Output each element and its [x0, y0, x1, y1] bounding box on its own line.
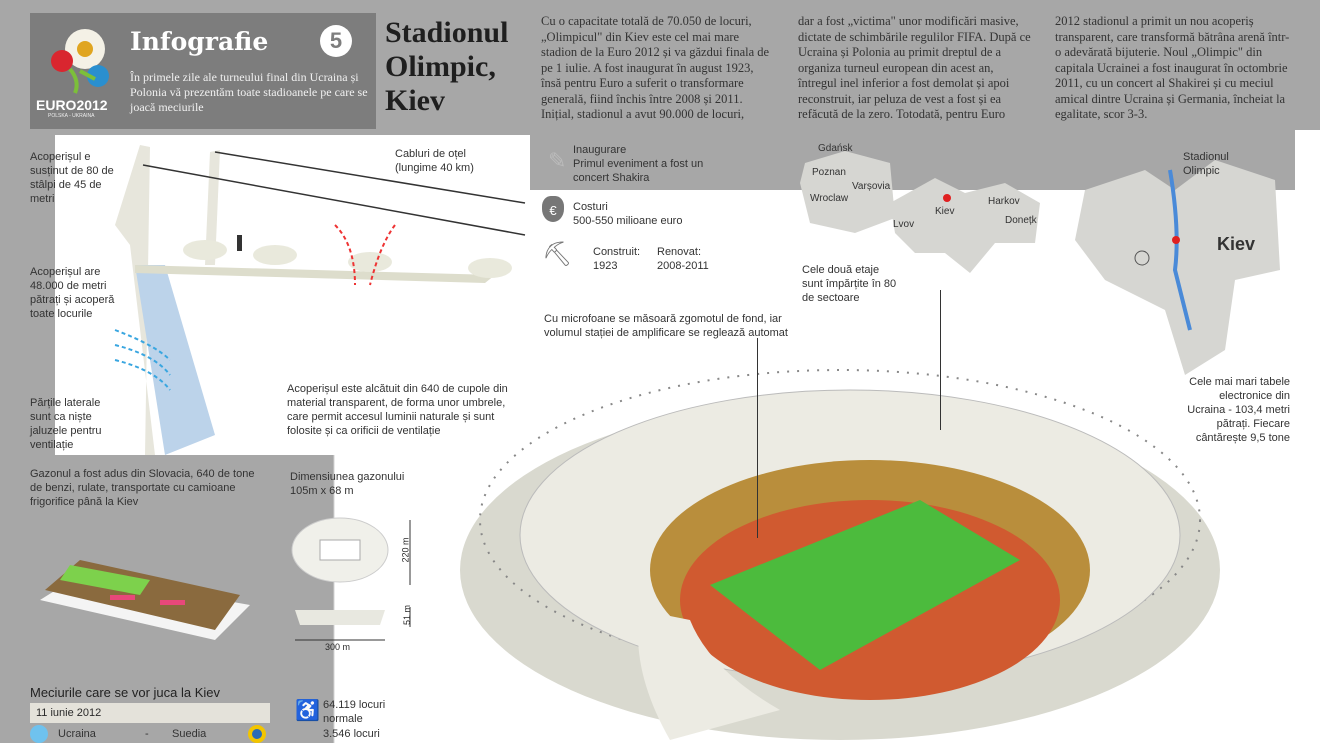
fact-title: Inaugurare: [573, 144, 627, 156]
dimension-length: 300 m: [325, 642, 351, 652]
match-home-team: Ucraina: [58, 728, 96, 740]
infografie-label: Infografie: [130, 27, 269, 56]
stadium-map-label: Stadionul Olimpic: [1183, 151, 1229, 177]
title-line: Olimpic,: [385, 50, 496, 83]
construction-worker-icon: ⛏: [542, 241, 573, 268]
right-margin: [1295, 130, 1320, 743]
match-separator: -: [145, 728, 149, 740]
article-column-2: dar a fost „victima" unor modificări mas…: [798, 14, 1031, 121]
dimensions-title: Dimensiunea gazonului: [290, 471, 405, 483]
label-cables: Cabluri de oțel (lungime 40 km): [395, 148, 474, 174]
matches-title: Meciurile care se vor juca la Kiev: [30, 685, 221, 700]
dimension-height: 51 m: [402, 604, 413, 626]
city-label: Lvov: [893, 219, 915, 230]
match-date: 11 iunie 2012: [30, 703, 270, 723]
euro2012-logo: [51, 29, 109, 94]
leader-line: [940, 290, 941, 430]
city-label: Kiev: [935, 206, 955, 217]
seat-icon: ♿: [295, 700, 320, 722]
turf-illustration: [40, 560, 250, 640]
seats-normal: 64.119 locuri normale: [323, 699, 386, 725]
city-label: Donețk: [1005, 215, 1037, 226]
issue-number-badge: 5: [320, 25, 352, 57]
label-domes: Acoperișul este alcătuit din 640 de cupo…: [287, 383, 508, 437]
fact-inauguration: Inaugurare Primul eveniment a fost un co…: [573, 143, 723, 185]
ukraine-flag-icon: [30, 725, 48, 743]
title-line: Kiev: [385, 84, 445, 117]
page-title: Stadionul Olimpic, Kiev: [385, 16, 535, 118]
kiev-marker: [943, 194, 951, 202]
city-label: Poznan: [812, 167, 846, 178]
city-label: Gdańsk: [818, 143, 853, 154]
logo-subtext: POLSKA - UKRAINA: [48, 113, 95, 119]
label-screens: Cele mai mari tabele electronice din Ucr…: [1187, 376, 1290, 444]
fact-title: Construit:: [593, 246, 641, 258]
city-label: Wroclaw: [810, 193, 849, 204]
kiev-map-label: Kiev: [1217, 234, 1256, 254]
stadium-marker: [1172, 236, 1180, 244]
logo-text: EURO2012: [36, 97, 108, 113]
match-away-team: Suedia: [172, 728, 207, 740]
article-column-1: Cu o capacitate totală de 70.050 de locu…: [541, 14, 770, 121]
stadium-illustration: [460, 369, 1220, 740]
poland-ukraine-map: [800, 151, 1040, 273]
fact-text: 1923: [593, 260, 618, 272]
dimensions-value: 105m x 68 m: [290, 485, 354, 497]
title-line: Stadionul: [385, 16, 509, 49]
label-pillars: Acoperișul e susținut de 80 de stâlpi de…: [30, 151, 114, 205]
turf-text: Gazonul a fost adus din Slovacia, 640 de…: [30, 468, 255, 508]
fact-built: Construit: 1923: [593, 245, 640, 273]
fact-renovated: Renovat: 2008-2011: [657, 245, 709, 273]
city-label: Harkov: [988, 196, 1020, 207]
fact-title: Renovat:: [657, 246, 702, 258]
label-roof-area: Acoperișul are 48.000 de metri pătrați ș…: [30, 266, 115, 320]
fact-title: Costuri: [573, 201, 608, 213]
label-sides: Părțile laterale sunt ca niște jaluzele …: [30, 397, 102, 451]
label-microphones: Cu microfoane se măsoară zgomotul de fon…: [544, 313, 788, 339]
roof-structure-illustration: [114, 145, 526, 455]
header-box: EURO2012 POLSKA - UKRAINA Infografie 5 Î…: [30, 13, 376, 129]
turf-dimensions: Dimensiunea gazonului 105m x 68 m: [290, 470, 420, 498]
money-bag-icon: €: [542, 196, 564, 222]
fact-text: Primul eveniment a fost un concert Shaki…: [573, 158, 704, 184]
fact-text: 2008-2011: [657, 260, 709, 272]
fact-cost: Costuri 500-550 milioane euro: [573, 200, 682, 228]
seats-other: 3.546 locuri: [323, 728, 380, 740]
kiev-city-map: [1075, 160, 1280, 375]
leader-line: [757, 338, 758, 538]
info-band: [530, 130, 1295, 190]
dimension-width: 220 m: [400, 537, 411, 563]
fact-text: 500-550 milioane euro: [573, 215, 683, 227]
stadium-plan-diagram: [291, 517, 411, 641]
city-label: Varșovia: [852, 181, 891, 192]
header-intro: În primele zile ale turneului final din …: [130, 70, 368, 114]
article-column-3: 2012 stadionul a primit un nou acoperiș …: [1055, 14, 1290, 121]
sweden-flag-icon: [248, 725, 266, 743]
football-pitch: [710, 500, 1020, 670]
torch-icon: ✎: [548, 148, 567, 173]
label-sectors: Cele două etaje sunt împărțite în 80 de …: [802, 264, 897, 304]
